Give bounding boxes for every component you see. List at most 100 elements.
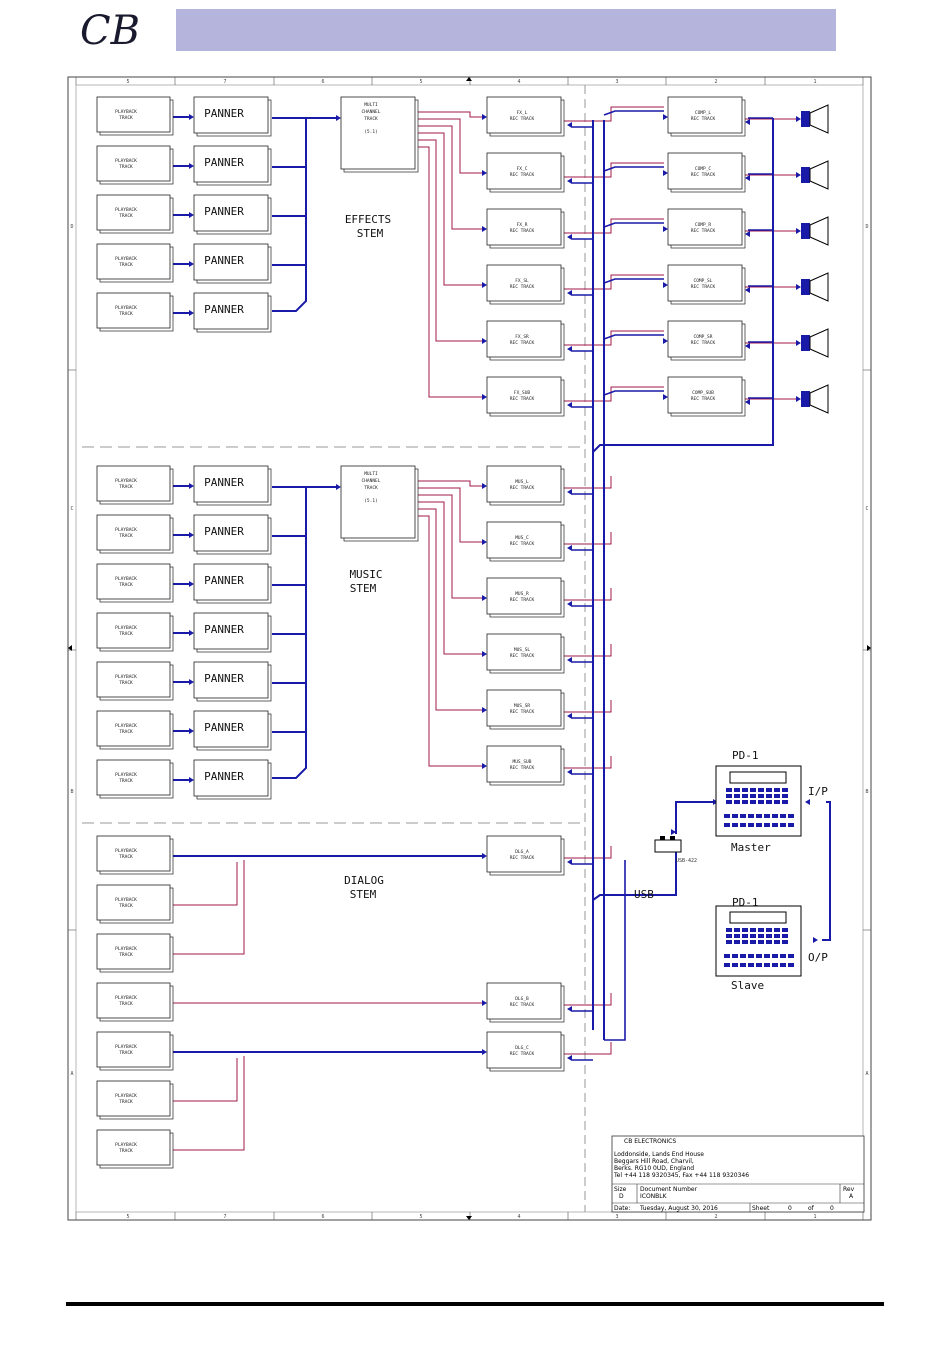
- rec-comp-frame: [667, 376, 743, 414]
- fx-wire: [418, 146, 483, 398]
- arrow: [796, 116, 801, 122]
- panner-frame: [193, 514, 269, 552]
- rec-dlg-frame: [486, 982, 562, 1020]
- pd1-slave-fkey: [756, 954, 762, 958]
- speaker-icon-cone: [809, 104, 829, 134]
- arrow: [567, 601, 572, 607]
- playback-label-2: TRACK: [119, 164, 133, 170]
- pd1-master-fkey: [724, 823, 730, 827]
- speaker-icon: [801, 216, 829, 246]
- arrow: [482, 394, 487, 400]
- pd1-slave-fkey: [724, 963, 730, 967]
- speaker-icon: [801, 328, 829, 358]
- rec-fx-label: FX_SL: [515, 278, 529, 284]
- music-stem-label-2: STEM: [350, 582, 377, 595]
- playback-track-frame: [96, 710, 171, 747]
- pd1-slave-fkey: [764, 954, 770, 958]
- row-label-right: A: [865, 1071, 868, 1077]
- fx-to-comp: [564, 386, 664, 402]
- pd1-master-fkey: [748, 814, 754, 818]
- arrow: [745, 119, 750, 125]
- mus-out: [564, 756, 612, 769]
- trunk-to-comp: [603, 278, 664, 284]
- tb-address-3: Berks. RG10 0UD, England: [614, 1165, 694, 1172]
- speaker-icon-body: [801, 391, 810, 407]
- rec-mus-sublabel: REC TRACK: [510, 485, 535, 491]
- arrow: [567, 122, 572, 128]
- arrow: [745, 175, 750, 181]
- pd1-slave-fkey: [724, 954, 730, 958]
- panner: PANNER: [193, 96, 272, 137]
- playback-label-2: TRACK: [119, 213, 133, 219]
- playback-label: PLAYBACK: [115, 946, 137, 952]
- pd1-master-fkey: [724, 814, 730, 818]
- playback-track-frame: [96, 1031, 171, 1068]
- arrow: [663, 170, 668, 176]
- arrow: [336, 484, 341, 490]
- rec-mus-sublabel: REC TRACK: [510, 597, 535, 603]
- arrow: [567, 290, 572, 296]
- playback-label: PLAYBACK: [115, 478, 137, 484]
- pd1-slave-key: [750, 940, 756, 944]
- arrow: [567, 346, 572, 352]
- pd1-slave-key: [774, 940, 780, 944]
- speaker-icon-cone: [809, 216, 829, 246]
- pd1-master-key: [758, 800, 764, 804]
- playback-track-frame: [96, 661, 171, 698]
- arrow: [796, 284, 801, 290]
- usb-to-master: [675, 801, 714, 834]
- arrow: [482, 114, 487, 120]
- arrow: [796, 172, 801, 178]
- pd1-master-key: [766, 794, 772, 798]
- arrow: [796, 396, 801, 402]
- row-label-left: B: [70, 789, 73, 795]
- column-label-bottom: 5: [126, 1214, 129, 1220]
- pd1-master-fkey: [764, 823, 770, 827]
- master-caption: Master: [731, 841, 771, 854]
- arrow: [189, 777, 194, 783]
- arrow: [745, 231, 750, 237]
- fx-wire: [418, 125, 483, 230]
- rec-mus-sublabel: REC TRACK: [510, 541, 535, 547]
- playback-label: PLAYBACK: [115, 1093, 137, 1099]
- playback-label-2: TRACK: [119, 729, 133, 735]
- rec-mus-sublabel: REC TRACK: [510, 765, 535, 771]
- panner: PANNER: [193, 661, 272, 702]
- playback-label-2: TRACK: [119, 680, 133, 686]
- arrow: [189, 261, 194, 267]
- rec-fx-sublabel: REC TRACK: [510, 172, 535, 178]
- tb-rev-label: Rev: [843, 1186, 855, 1193]
- column-label-bottom: 6: [321, 1214, 324, 1220]
- border-ticks: [68, 77, 871, 1220]
- playback-label: PLAYBACK: [115, 256, 137, 262]
- pd1-slave-key: [742, 934, 748, 938]
- playback-track-frame: [96, 465, 171, 502]
- devices: [654, 765, 802, 977]
- multi-channel-label: TRACK: [364, 485, 378, 491]
- pd1-master-fkey: [788, 814, 794, 818]
- dlg-out: [564, 1042, 612, 1055]
- tb-size-label: Size: [614, 1186, 627, 1193]
- arrow: [745, 343, 750, 349]
- pd1-master-key: [742, 800, 748, 804]
- arrow: [482, 853, 487, 859]
- panner: PANNER: [193, 563, 272, 604]
- tb-sheet-value: 0: [788, 1205, 792, 1212]
- playback-track-frame: [96, 835, 171, 872]
- playback-track-frame: [96, 96, 171, 133]
- pd1-slave-key: [774, 928, 780, 932]
- pd1-slave-key: [758, 940, 764, 944]
- pd1-master-key: [750, 788, 756, 792]
- usb-link-2: [604, 860, 626, 1041]
- fx-to-comp: [564, 218, 664, 234]
- arrow: [336, 115, 341, 121]
- rec-fx-sublabel: REC TRACK: [510, 284, 535, 290]
- rec-comp-frame: [667, 208, 743, 246]
- playback-track-frame: [96, 243, 171, 280]
